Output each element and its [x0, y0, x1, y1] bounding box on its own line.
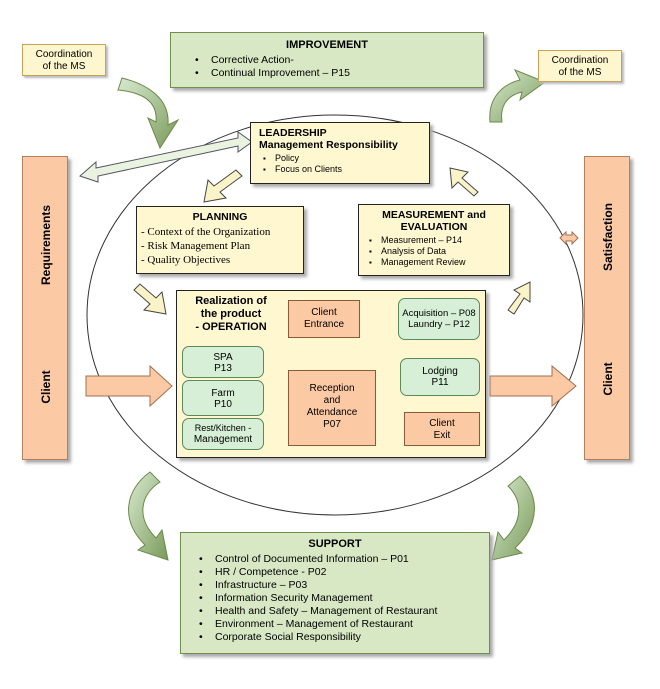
curved-arrow-top-right [489, 69, 547, 123]
requirements-label: Requirements [39, 204, 53, 286]
curved-arrow-top-left [117, 77, 180, 150]
client-exit-line: Exit [433, 430, 451, 441]
planning-item: - Context of the Organization [141, 226, 271, 238]
coordination-left-line1: Coordination [35, 49, 93, 60]
support-item: Infrastructure – P03 [189, 579, 489, 592]
support-item: Corporate Social Responsibility [189, 631, 489, 644]
coordination-note-left: Coordination of the MS [22, 44, 106, 76]
measurement-item: Measurement – P14 [365, 235, 503, 246]
coordination-left-line2: of the MS [42, 61, 86, 72]
arrow-operation-to-measurement [507, 281, 531, 315]
kitchen-box: Rest/Kitchen - Management [182, 418, 264, 450]
acquisition-line: Acquisition – P08 [402, 308, 476, 319]
lodging-box: Lodging P11 [400, 358, 480, 396]
reception-box: Reception and Attendance P07 [288, 370, 376, 446]
arrow-measurement-to-leadership [449, 167, 479, 197]
reception-line: P07 [323, 419, 341, 430]
arrow-planning-to-operation [133, 283, 167, 315]
client-entrance-box: Client Entrance [288, 300, 360, 338]
operation-title-line: - OPERATION [195, 321, 267, 333]
planning-item: - Quality Objectives [141, 254, 231, 266]
reception-line: Attendance [306, 407, 358, 418]
planning-title: PLANNING [192, 211, 248, 223]
operation-title-line: the product [200, 308, 262, 320]
satisfaction-label: Satisfaction [601, 202, 615, 272]
planning-box: PLANNING - Context of the Organization -… [136, 206, 304, 274]
arrow-client-output [489, 364, 577, 408]
kitchen-label: Rest/Kitchen - [194, 423, 252, 433]
right-side-bar: Satisfaction Client [584, 156, 630, 460]
improvement-box: IMPROVEMENT Corrective Action- Continual… [170, 32, 484, 88]
coordination-right-line2: of the MS [558, 67, 602, 78]
support-title: SUPPORT [308, 538, 362, 550]
spa-box: SPA P13 [182, 346, 264, 378]
leadership-item: Focus on Clients [259, 164, 421, 175]
reception-line: Reception [309, 383, 355, 394]
improvement-title: IMPROVEMENT [286, 39, 368, 51]
improvement-item: Corrective Action- [185, 54, 483, 67]
planning-item: - Risk Management Plan [141, 240, 251, 252]
lodging-code: P11 [431, 377, 449, 388]
measurement-box: MEASUREMENT and EVALUATION Measurement –… [358, 204, 510, 276]
reception-line: and [323, 395, 341, 406]
spa-code: P13 [214, 363, 232, 374]
support-item: Control of Documented Information – P01 [189, 553, 489, 566]
spa-label: SPA [213, 352, 233, 363]
process-ellipse [86, 114, 584, 516]
measurement-title: MEASUREMENT and [382, 209, 486, 221]
coordination-right-line1: Coordination [551, 55, 609, 66]
measurement-subtitle: EVALUATION [400, 221, 468, 233]
client-left-label: Client [39, 370, 53, 404]
operation-title-line: Realization of [195, 295, 267, 307]
client-exit-box: Client Exit [404, 412, 480, 446]
support-item: Information Security Management [189, 592, 489, 605]
client-exit-line: Client [429, 418, 455, 429]
operation-title: Realization of the product - OPERATION [181, 295, 281, 334]
client-right-label: Client [601, 362, 615, 396]
farm-code: P10 [214, 399, 232, 410]
leadership-item: Policy [259, 153, 421, 164]
lodging-label: Lodging [422, 366, 458, 377]
support-item: HR / Competence - P02 [189, 566, 489, 579]
leadership-title: LEADERSHIP [259, 127, 327, 139]
support-box: SUPPORT Control of Documented Informatio… [180, 532, 490, 654]
support-item: Health and Safety – Management of Restau… [189, 605, 489, 618]
arrow-leadership-to-planning [203, 169, 243, 203]
leadership-subtitle: Management Responsibility [259, 139, 398, 151]
measurement-item: Management Review [365, 257, 503, 268]
improvement-item: Continual Improvement – P15 [185, 67, 483, 80]
farm-box: Farm P10 [182, 380, 264, 416]
curved-arrow-bottom-left [128, 471, 169, 561]
measurement-item: Analysis of Data [365, 246, 503, 257]
acquisition-box: Acquisition – P08 Laundry – P12 [398, 298, 480, 340]
client-entrance-line: Client [311, 307, 337, 318]
satisfaction-double-arrow [559, 230, 579, 246]
farm-label: Farm [211, 388, 235, 399]
laundry-line: Laundry – P12 [408, 319, 470, 330]
kitchen-label2: Management [193, 434, 253, 445]
curved-arrow-bottom-right [491, 475, 535, 561]
leadership-box: LEADERSHIP Management Responsibility Pol… [250, 122, 430, 184]
client-entrance-line: Entrance [303, 319, 345, 330]
support-item: Environment – Management of Restaurant [189, 618, 489, 631]
coordination-note-right: Coordination of the MS [538, 50, 622, 82]
arrow-client-input [85, 364, 173, 408]
left-side-bar: Requirements Client [22, 156, 68, 460]
